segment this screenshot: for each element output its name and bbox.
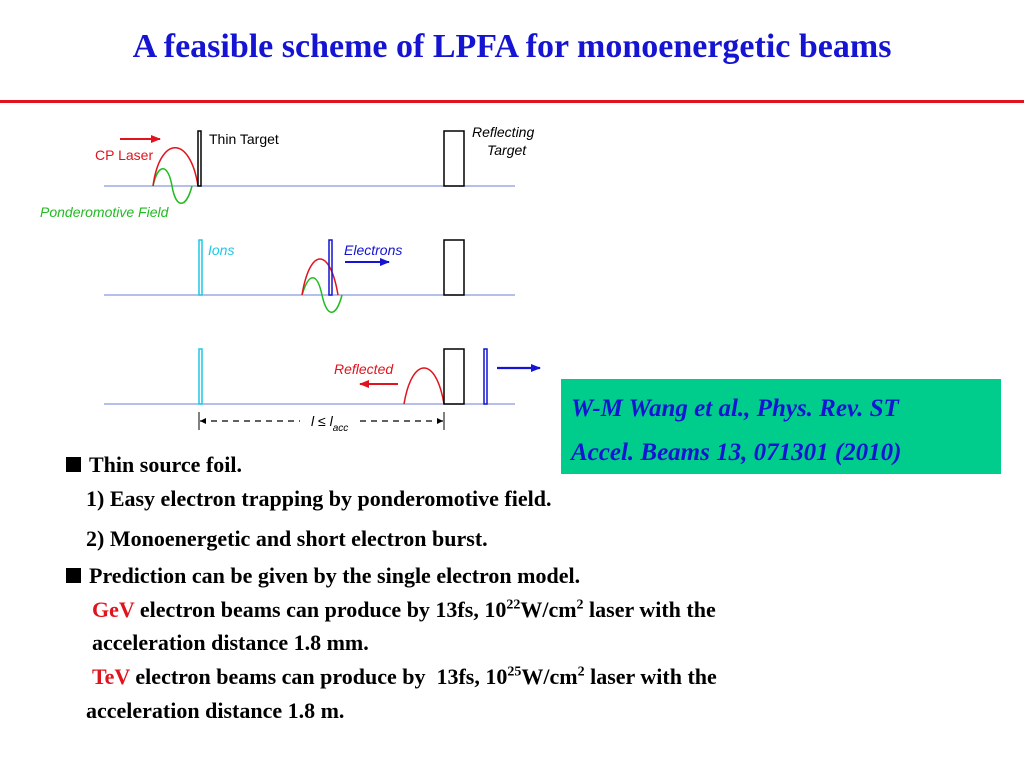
gev-text-b: W/cm (520, 597, 577, 622)
tev-text-b: W/cm (521, 664, 578, 689)
bullet-2-text: Prediction can be given by the single el… (89, 563, 581, 588)
page-title: A feasible scheme of LPFA for monoenerge… (132, 28, 892, 65)
citation-line-1: W-M Wang et al., Phys. Rev. ST (571, 395, 899, 422)
bullet-2: Prediction can be given by the single el… (66, 563, 580, 589)
ions-layer (198, 348, 203, 405)
gev-sup-1: 22 (506, 597, 521, 613)
distance-arrowhead-right (437, 418, 443, 424)
reflecting-target-label: Reflecting (472, 124, 534, 140)
ponderomotive-field-wave (152, 168, 193, 204)
electron-layer (328, 239, 333, 296)
ponderomotive-field-wave (301, 277, 343, 313)
ions-label: Ions (208, 242, 234, 258)
gev-line-2: acceleration distance 1.8 mm. (92, 630, 369, 655)
reflecting-target-label-2: Target (487, 142, 527, 158)
tev-highlight: TeV (92, 664, 130, 689)
thin-target-label: Thin Target (209, 131, 279, 147)
tev-line: TeV electron beams can produce by 13fs, … (92, 664, 717, 690)
title-divider (0, 100, 1024, 103)
ponderomotive-field-label: Ponderomotive Field (40, 204, 170, 220)
ions-layer (198, 239, 203, 296)
gev-text-a: electron beams can produce by 13fs, 10 (134, 597, 507, 622)
bullet-1: Thin source foil. (66, 452, 242, 478)
reflecting-target (443, 130, 465, 187)
cp-laser-wave (301, 258, 339, 296)
thin-target (197, 130, 202, 187)
panel-initial: CP Laser Thin Target Reflecting Target P… (40, 124, 534, 220)
gev-text-c: laser with the (583, 597, 716, 622)
square-bullet-icon (66, 568, 81, 583)
tev-line-2: acceleration distance 1.8 m. (86, 698, 345, 723)
distance-sub: acc (333, 423, 349, 434)
bullet-1-item-2: 2) Monoenergetic and short electron burs… (86, 526, 488, 551)
tev-text-a: electron beams can produce by 13fs, 10 (129, 664, 508, 689)
citation-box: W-M Wang et al., Phys. Rev. ST Accel. Be… (561, 379, 1001, 474)
electrons-label: Electrons (344, 242, 402, 258)
acceleration-distance-label: l ≤ lacc (311, 413, 348, 434)
distance-l: l ≤ l (311, 413, 334, 429)
distance-arrowhead-left (200, 418, 206, 424)
reflecting-target (443, 348, 465, 405)
electron-layer (483, 348, 488, 405)
panel-reflection: Reflected l ≤ lacc (104, 348, 541, 434)
gev-highlight: GeV (92, 597, 135, 622)
reflected-laser-wave (403, 367, 445, 405)
bullet-1-item-1: 1) Easy electron trapping by ponderomoti… (86, 486, 552, 511)
square-bullet-icon (66, 457, 81, 472)
tev-sup-1: 25 (507, 664, 522, 680)
panel-acceleration: Ions Electrons (104, 239, 515, 313)
gev-sup-2: 2 (576, 597, 584, 613)
reflected-label: Reflected (334, 361, 394, 377)
tev-text-c: laser with the (584, 664, 717, 689)
cp-laser-label: CP Laser (95, 147, 153, 163)
citation-line-2: Accel. Beams 13, 071301 (2010) (571, 439, 902, 466)
bullet-1-text: Thin source foil. (89, 452, 243, 477)
reflecting-target (443, 239, 465, 296)
tev-sup-2: 2 (577, 664, 585, 680)
cp-laser-wave (152, 147, 199, 187)
lpfa-scheme-diagram: CP Laser Thin Target Reflecting Target P… (40, 124, 541, 434)
gev-line: GeV electron beams can produce by 13fs, … (92, 597, 716, 623)
